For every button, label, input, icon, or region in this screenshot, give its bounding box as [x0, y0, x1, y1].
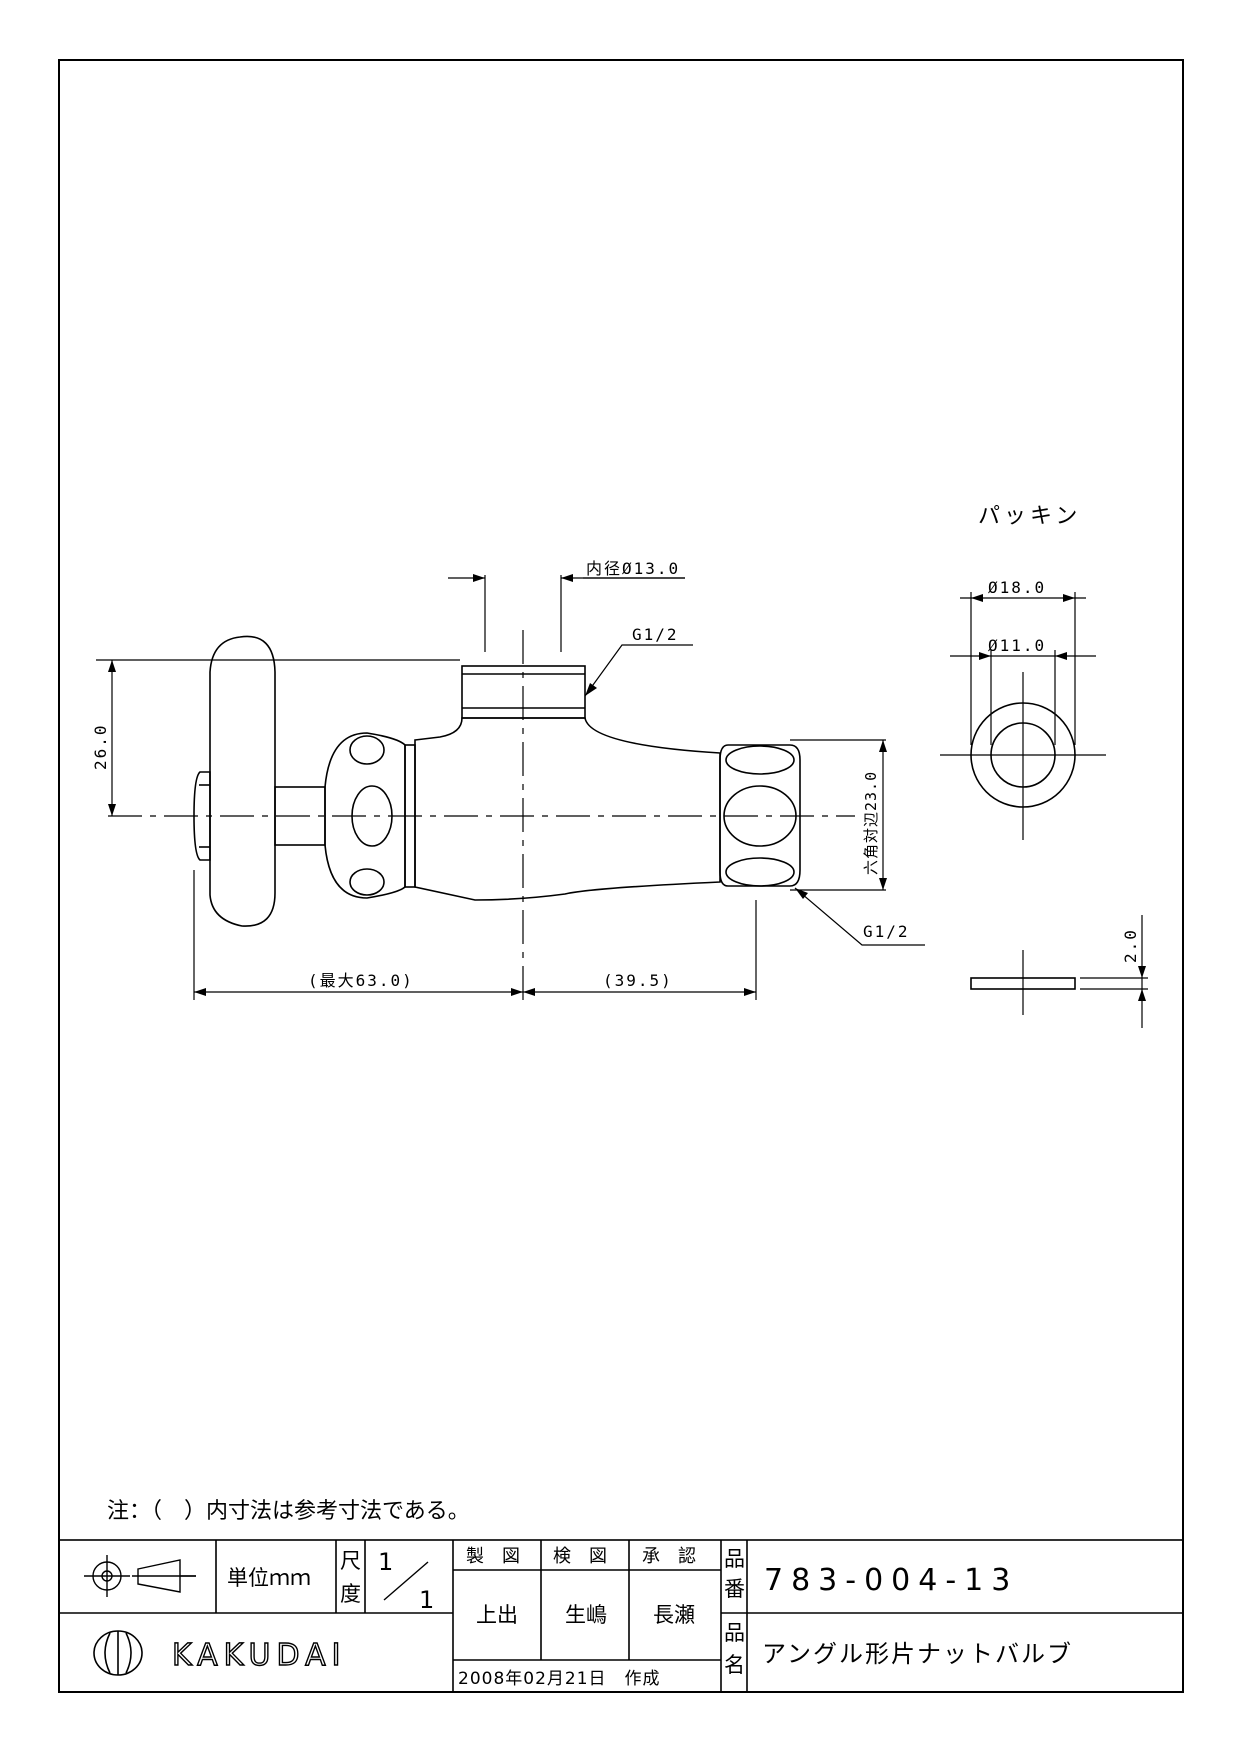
- packing-drawing: [940, 592, 1148, 1028]
- unit-label: 単位ｍｍ: [227, 1566, 311, 1590]
- scale-numerator: 1: [378, 1548, 393, 1576]
- dim-packing-inner: Ø11.0: [988, 636, 1046, 655]
- dim-center-to-end: (39.5): [603, 971, 673, 990]
- valve-body: [414, 717, 721, 901]
- kakudai-logo-icon: [93, 1630, 143, 1676]
- scale-denominator: 1: [419, 1586, 434, 1614]
- dim-thread-side: G1/2: [863, 922, 910, 941]
- part-name: アングル形片ナットバルブ: [762, 1640, 1073, 1668]
- dim-packing-thickness: 2.0: [1121, 928, 1140, 963]
- dim-height: 26.0: [91, 723, 110, 770]
- kakudai-logo-text: KAKUDAI: [172, 1638, 346, 1673]
- part-name-label-2: 名: [724, 1653, 745, 1677]
- approved-by: 長瀬: [653, 1603, 695, 1627]
- dim-thread-top: G1/2: [632, 625, 679, 644]
- packing-arrows: [971, 594, 1146, 1001]
- date-created: 2008年02月21日 作成: [458, 1669, 661, 1689]
- drawn-by: 上出: [476, 1603, 518, 1627]
- bonnet-hole-top: [349, 735, 385, 765]
- hex-nut: [719, 744, 801, 887]
- note-text: 注：（ ）内寸法は参考寸法である。: [107, 1499, 470, 1524]
- wall-flange: [209, 635, 276, 927]
- dimension-arrows: [108, 574, 887, 996]
- title-block-grid: [58, 1539, 1184, 1693]
- scale-label-2: 度: [340, 1582, 361, 1606]
- col-checked-label: 検 図: [553, 1546, 607, 1567]
- knob: [193, 771, 211, 861]
- dimension-lines: [96, 575, 925, 1000]
- center-lines: [108, 630, 855, 1000]
- part-name-label-1: 品: [724, 1621, 745, 1645]
- packing-title: パッキン: [978, 504, 1081, 529]
- col-drawn-label: 製 図: [466, 1546, 520, 1567]
- bonnet-hole-bottom: [349, 868, 385, 896]
- projection-symbol-icon: [84, 1555, 196, 1597]
- dim-hex-across-flats: 六角対辺23.0: [862, 771, 880, 875]
- dim-max-length: (最大63.0): [308, 971, 414, 990]
- part-no-label-1: 品: [724, 1547, 745, 1571]
- scale-label-1: 尺: [340, 1549, 361, 1573]
- dim-inner-diameter: 内径Ø13.0: [586, 559, 680, 578]
- valve-drawing: [193, 635, 801, 927]
- part-no-label-2: 番: [724, 1577, 745, 1601]
- dim-packing-outer: Ø18.0: [988, 578, 1046, 597]
- checked-by: 生嶋: [565, 1603, 607, 1627]
- col-approved-label: 承 認: [642, 1546, 696, 1567]
- part-number: 783-004-13: [764, 1563, 1018, 1598]
